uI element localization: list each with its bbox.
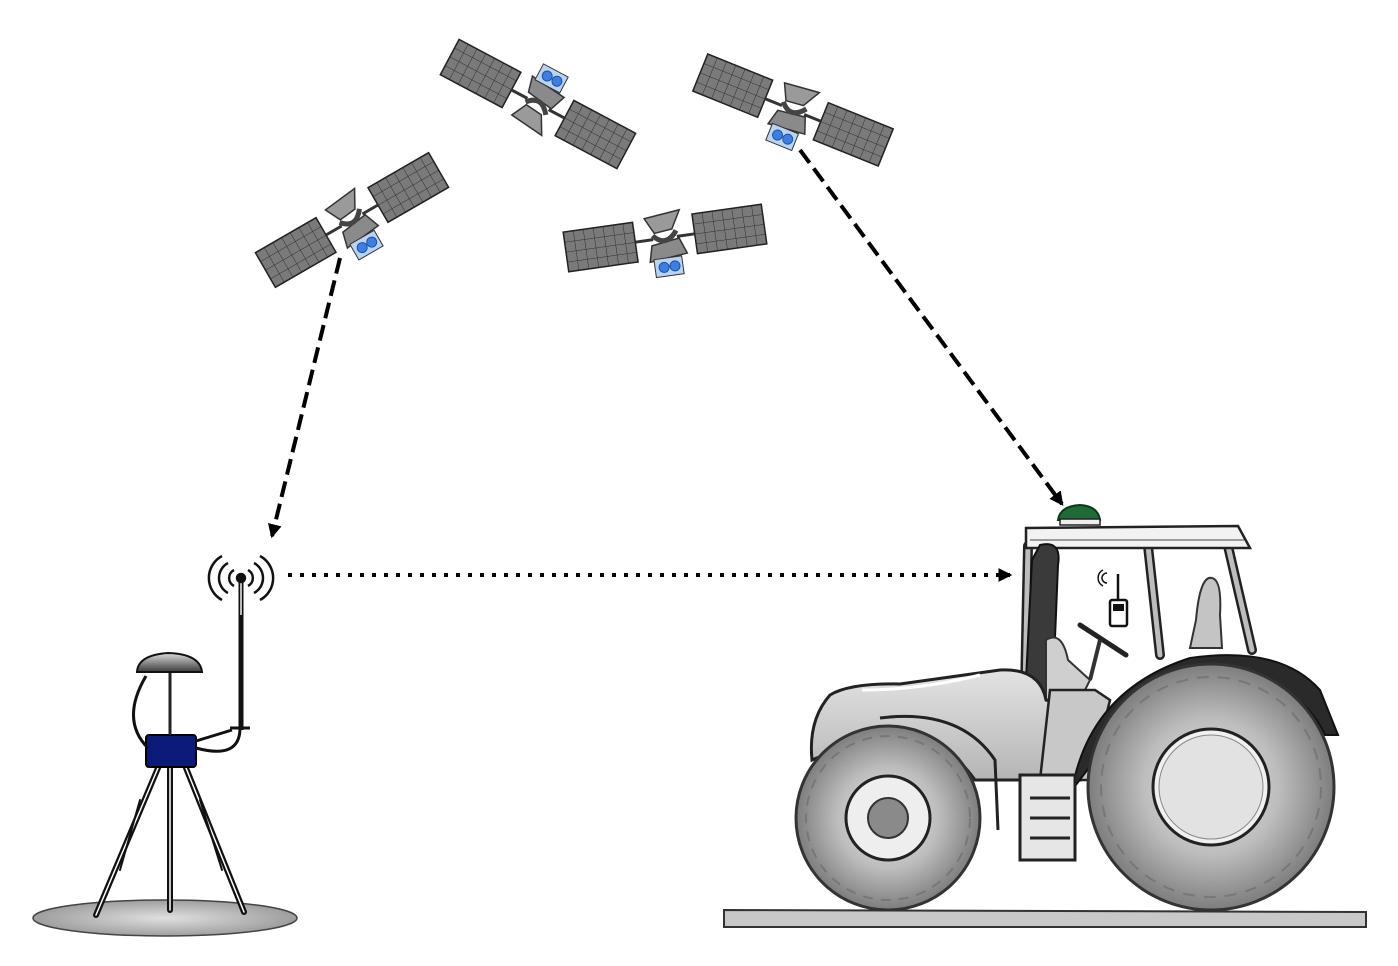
base-station bbox=[32, 554, 298, 937]
tripod-icon bbox=[93, 765, 247, 918]
satellite-left bbox=[252, 147, 457, 302]
ground-strip bbox=[723, 908, 1367, 928]
satellite-icon bbox=[437, 24, 644, 174]
tractor-cab-radio bbox=[1097, 569, 1129, 628]
link-satellite-to-tractor bbox=[798, 148, 1064, 506]
satellite-top-middle bbox=[437, 24, 644, 174]
tractor-gnss-receiver bbox=[1056, 503, 1102, 521]
radio-waves-icon bbox=[1097, 569, 1108, 587]
tractor-steps bbox=[1018, 773, 1077, 862]
radio-waves-icon bbox=[207, 554, 275, 602]
satellite-icon bbox=[686, 48, 895, 182]
base-receiver-box bbox=[145, 734, 197, 768]
satellite-icon bbox=[562, 198, 769, 289]
gnss-antenna-icon bbox=[135, 651, 204, 673]
tractor-icon bbox=[723, 503, 1367, 928]
ground-shadow bbox=[32, 899, 298, 937]
satellite-center bbox=[562, 198, 769, 289]
tractor-rear-wheel bbox=[1086, 662, 1336, 912]
tractor-front-wheel bbox=[794, 724, 982, 912]
link-satellite-to-base-station bbox=[267, 257, 342, 539]
satellite-icon bbox=[252, 147, 457, 302]
satellite-right bbox=[686, 48, 895, 182]
